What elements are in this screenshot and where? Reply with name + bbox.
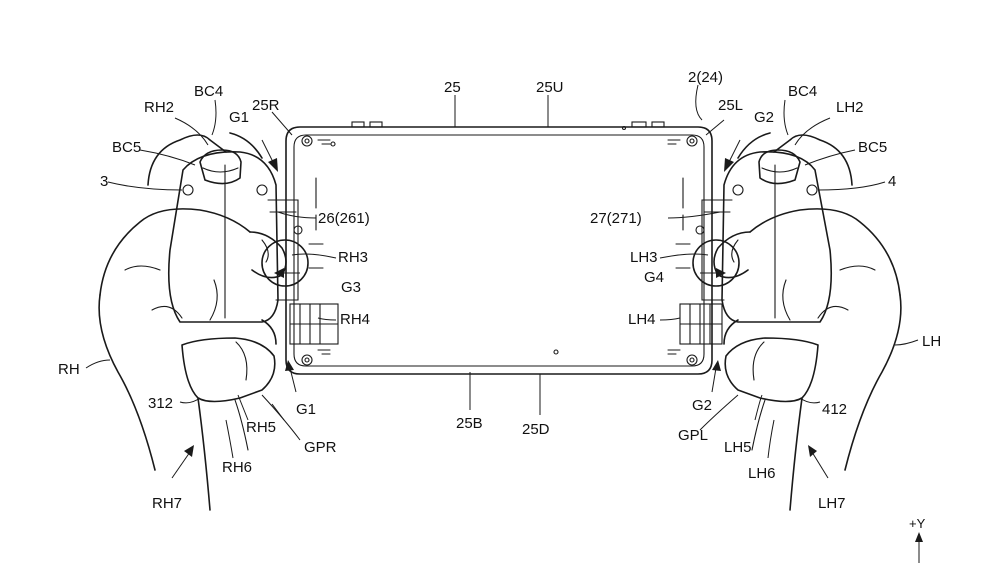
arrow-g4 [700,268,726,278]
arrow-g2-bottom [711,360,721,393]
label-rh: RH [58,361,80,378]
label-g3: G3 [341,279,361,296]
right-controller [167,149,339,345]
label-gpl: GPL [678,427,708,444]
label-axis-y: +Y [909,516,926,531]
label-g4: G4 [644,269,664,286]
arrow-g1-top [261,139,278,172]
leader-lines [85,84,919,459]
label-lh6: LH6 [748,465,776,482]
label-g1-top: G1 [229,109,249,126]
label-bc5-left: BC5 [112,139,141,156]
label-312: 312 [148,395,173,412]
reference-labels: 2(24) 25 25U 25R 25L 25B 25D RH2 BC4 G1 … [58,69,941,531]
arrow-g2-top [724,139,741,172]
label-lh7: LH7 [818,495,846,512]
label-rh4: RH4 [340,311,370,328]
label-27-271: 27(271) [590,210,642,227]
label-rh2: RH2 [144,99,174,116]
label-rh7: RH7 [152,495,182,512]
label-lh5: LH5 [724,439,752,456]
arrow-g3 [274,268,300,278]
label-rh5: RH5 [246,419,276,436]
label-3: 3 [100,173,108,190]
label-g1-bottom: G1 [296,401,316,418]
label-25b: 25B [456,415,483,432]
label-25u: 25U [536,79,564,96]
label-25l: 25L [718,97,743,114]
label-g2-top: G2 [754,109,774,126]
console-body [285,121,713,375]
label-rh6: RH6 [222,459,252,476]
label-4: 4 [888,173,896,190]
arrow-axis-y [915,532,923,563]
label-rh3: RH3 [338,249,368,266]
right-hand [98,132,287,511]
label-g2-bottom: G2 [692,397,712,414]
label-lh3: LH3 [630,249,658,266]
label-25r: 25R [252,97,280,114]
label-412: 412 [822,401,847,418]
label-lh2: LH2 [836,99,864,116]
arrow-lh7 [808,445,829,479]
label-26-261: 26(261) [318,210,370,227]
arrow-g1-bottom [285,360,297,393]
label-bc5-right: BC5 [858,139,887,156]
label-lh4: LH4 [628,311,656,328]
arrows [171,139,923,563]
arrow-rh7 [171,445,194,479]
left-hand [713,132,902,511]
label-25d: 25D [522,421,550,438]
label-25: 25 [444,79,461,96]
label-gpr: GPR [304,439,337,456]
label-bc4-left: BC4 [194,83,223,100]
label-lh: LH [922,333,941,350]
arrow-gpr [271,403,285,421]
left-controller [679,149,833,345]
label-bc4-right: BC4 [788,83,817,100]
label-2-24: 2(24) [688,69,723,86]
